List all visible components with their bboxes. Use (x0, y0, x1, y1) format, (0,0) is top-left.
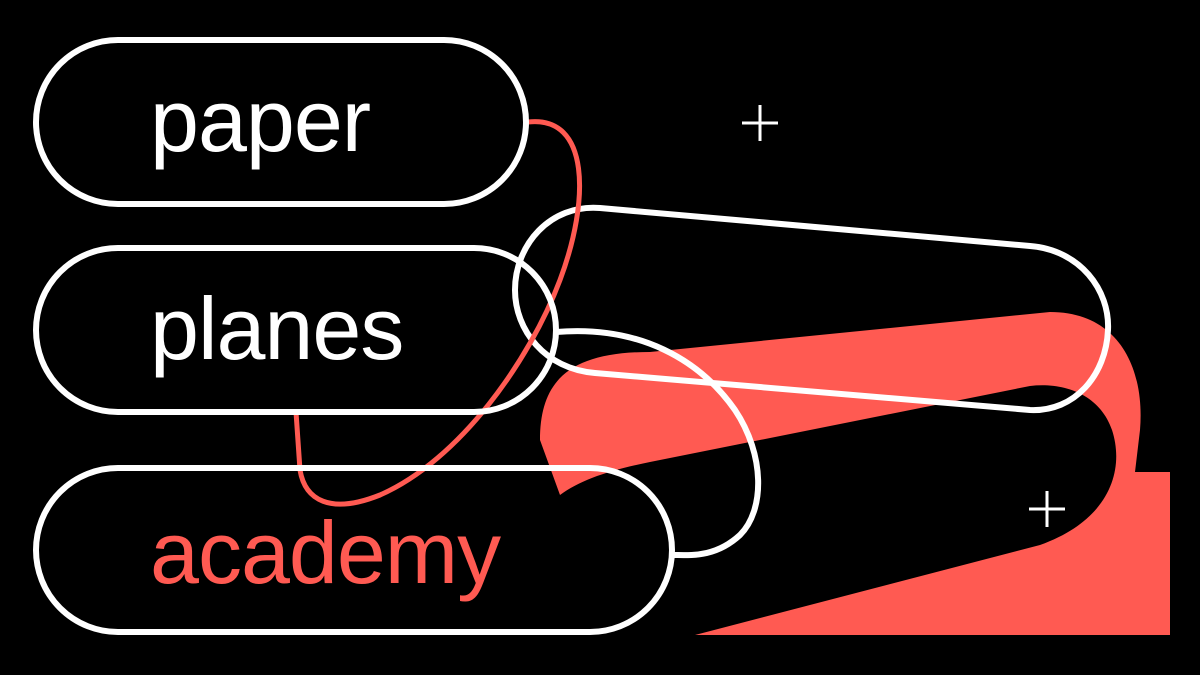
word-paper: paper (150, 71, 370, 170)
plus-icon (1029, 491, 1065, 527)
plus-icon (742, 105, 778, 141)
tilted-capsule-outline (511, 204, 1112, 414)
word-academy: academy (150, 503, 501, 602)
red-connector-loop (293, 119, 582, 507)
pill-planes-outline (33, 245, 559, 415)
pill-paper-outline (33, 37, 529, 207)
pill-academy-outline (33, 465, 675, 635)
word-planes: planes (150, 279, 403, 378)
white-connector-curve (555, 328, 762, 559)
red-swoosh-shape (540, 312, 1170, 635)
